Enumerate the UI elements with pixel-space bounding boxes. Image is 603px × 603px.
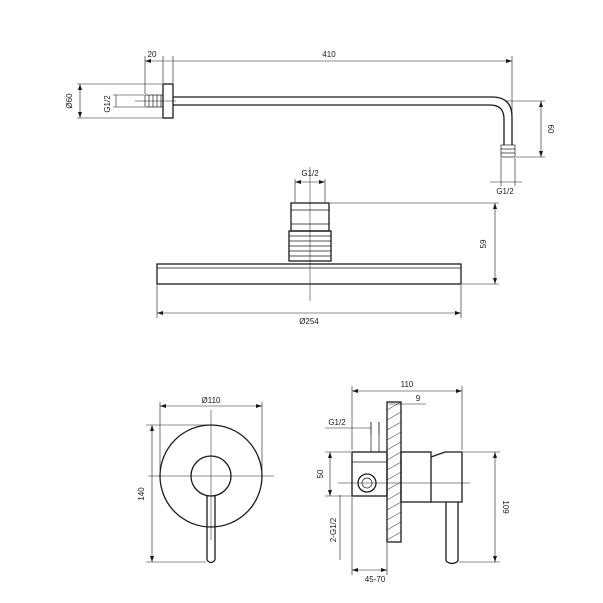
arm-drop-label: 60: [546, 125, 555, 134]
valve-body: [351, 451, 388, 497]
arm-pipe: [173, 96, 513, 145]
shower-head-view: G1/2 59 Ø254: [156, 167, 499, 326]
mixer-plate-diameter-label: Ø110: [202, 396, 222, 405]
mixer-side-view: 110 9 G1/2 50 2-G1/2 109 45-70: [316, 380, 510, 584]
arm-length-label: 410: [322, 50, 336, 59]
head-plate: [156, 263, 462, 285]
shower-arm-view: 410 20 Ø60 G1/2 60 G1/2: [65, 50, 555, 196]
head-diameter-label: Ø254: [299, 317, 319, 326]
arm-outlet-nozzle: [500, 144, 516, 158]
head-thread-label: G1/2: [301, 169, 319, 178]
arm-flange-width-label: 20: [148, 50, 157, 59]
mixer-lever-side: [445, 502, 459, 565]
wall-offset-label: 9: [416, 394, 421, 403]
arm-inlet-thread-label: G1/2: [103, 95, 112, 113]
mixer-lever: [206, 496, 216, 564]
inlet-threads-label: 2-G1/2: [329, 517, 338, 542]
head-height-label: 59: [479, 239, 488, 248]
mounting-depth-label: 45-70: [365, 575, 386, 584]
mixer-outlet-thread-label: G1/2: [328, 418, 346, 427]
mixer-height-label: 140: [137, 487, 146, 501]
mixer-depth-label: 110: [401, 380, 414, 389]
wall-hatch: [386, 401, 402, 541]
arm-flange-diameter-label: Ø60: [65, 93, 74, 109]
mixer-front-view: Ø110 140: [137, 396, 274, 564]
inlet-spacing-label: 50: [316, 469, 325, 478]
mixer-cover-side: [400, 451, 432, 503]
handle-height-label: 109: [501, 500, 510, 514]
arm-outlet-thread-label: G1/2: [496, 187, 514, 196]
mixer-handle-side: [430, 451, 463, 503]
